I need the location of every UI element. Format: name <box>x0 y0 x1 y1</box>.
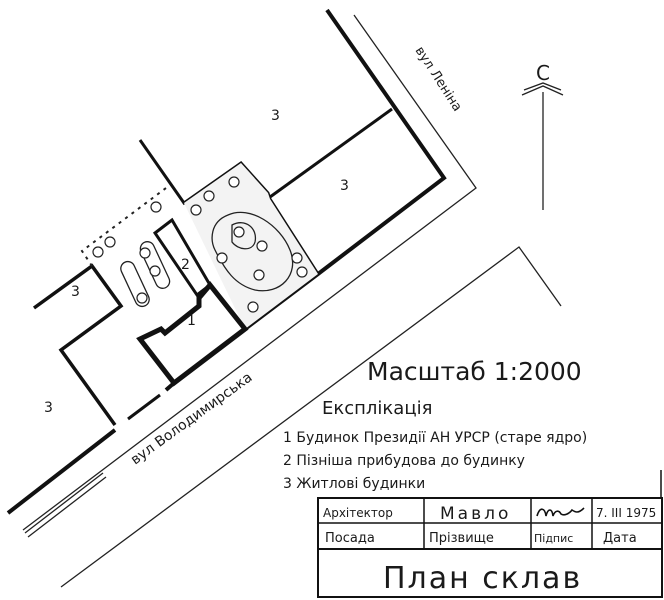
name-value: Мавло <box>440 504 511 524</box>
courtyard-fence <box>80 187 167 267</box>
role-value: Архітектор <box>323 506 393 520</box>
signature-header: Підпис <box>534 532 573 545</box>
name-header: Прізвище <box>429 531 494 546</box>
legend-title: Експлікація <box>322 398 432 419</box>
north-label: С <box>536 61 550 85</box>
street-name-lenina: вул Леніна <box>412 44 465 114</box>
building-3-left <box>32 263 124 427</box>
drawing-title: План склав <box>383 561 582 596</box>
building-label: 3 <box>340 178 349 194</box>
legend-item: 3 Житлові будинки <box>283 476 425 492</box>
legend-item: 2 Пізніша прибудова до будинку <box>283 453 525 469</box>
role-header: Посада <box>325 531 375 546</box>
building-label: 1 <box>187 313 196 329</box>
legend-item: 1 Будинок Президії АН УРСР (старе ядро) <box>283 430 587 446</box>
garden-path <box>211 211 294 292</box>
flower-bed <box>120 260 150 308</box>
scale-label: Масштаб 1:2000 <box>367 357 582 386</box>
date-header: Дата <box>603 531 637 546</box>
garden-bed <box>231 222 257 250</box>
building-3-divider <box>269 107 393 199</box>
date-value: 7. III 1975 <box>596 506 656 520</box>
north-arrow-icon <box>521 82 564 210</box>
signature <box>536 507 585 517</box>
building-label: 3 <box>44 400 53 416</box>
building-label: 3 <box>271 108 280 124</box>
building-1 <box>136 281 249 387</box>
flower-bed <box>139 241 171 289</box>
building-label: 3 <box>71 284 80 300</box>
building-label: 2 <box>181 257 190 273</box>
trees <box>92 176 308 313</box>
garden-area <box>184 163 318 329</box>
street-name-volodymyrska: вул Володимирська <box>128 370 255 469</box>
street-lines <box>22 14 562 588</box>
title-block <box>317 470 663 598</box>
